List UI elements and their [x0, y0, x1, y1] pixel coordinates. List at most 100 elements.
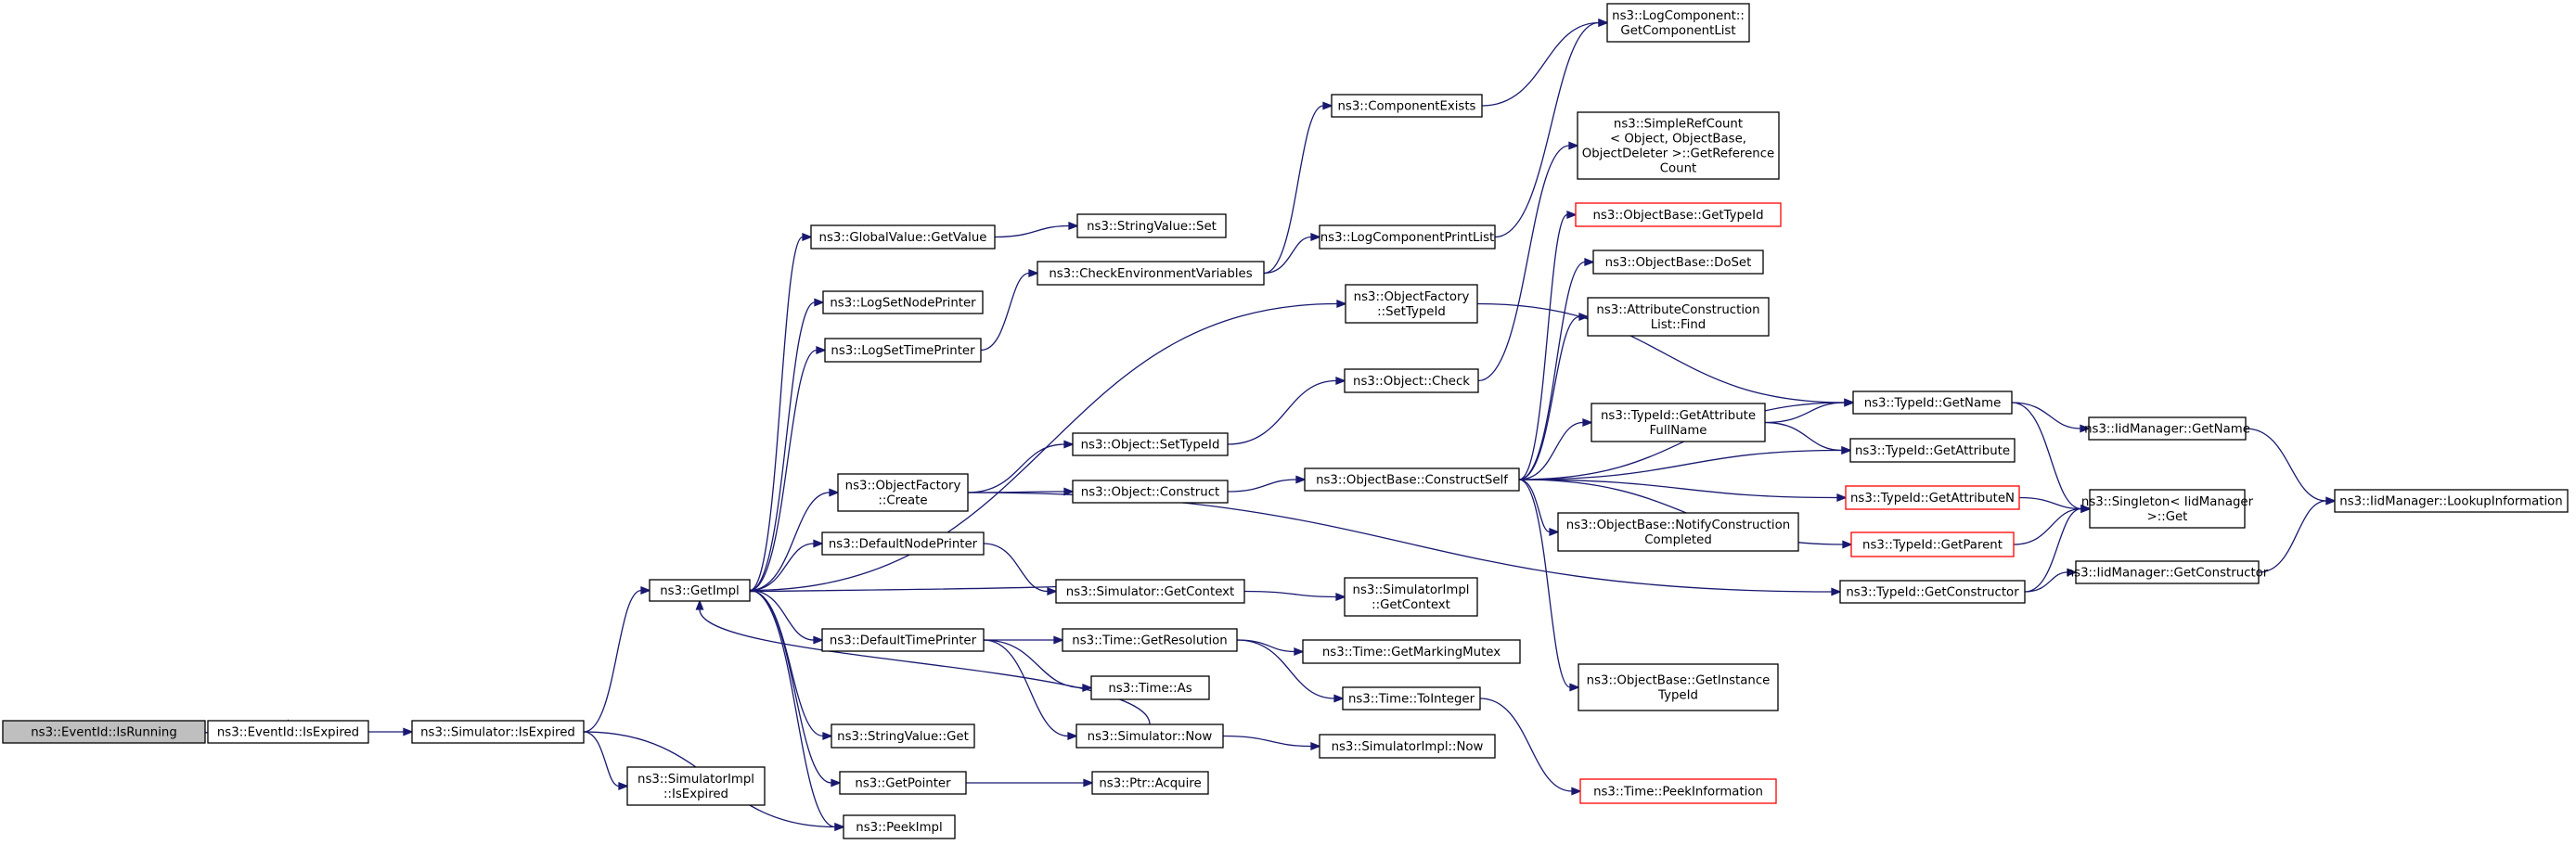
call-edge	[583, 586, 651, 733]
node-label: ns3::Simulator::Now	[1088, 730, 1213, 744]
node-tid-getparent[interactable]: ns3::TypeId::GetParent	[1850, 531, 2015, 557]
call-edge	[1222, 735, 1321, 750]
call-edge	[1518, 258, 1595, 480]
call-edge	[1764, 398, 1855, 424]
node-tid-getattributen[interactable]: ns3::TypeId::GetAttributeN	[1845, 485, 2020, 510]
call-edge	[695, 599, 1151, 725]
node-tid-getconstructor[interactable]: ns3::TypeId::GetConstructor	[1839, 580, 2026, 604]
node-label: ns3::Object::Construct	[1081, 486, 1219, 500]
node-label: ns3::Time::ToInteger	[1348, 693, 1475, 707]
node-time-peekinformation[interactable]: ns3::Time::PeekInformation	[1579, 778, 1777, 804]
node-defaulttimeprinter[interactable]: ns3::DefaultTimePrinter	[821, 628, 985, 652]
node-getimpl[interactable]: ns3::GetImpl	[649, 579, 751, 602]
node-label: ::SetTypeId	[1377, 305, 1446, 319]
node-label: ns3::SimulatorImpl	[1353, 583, 1470, 597]
node-simimpl-now[interactable]: ns3::SimulatorImpl::Now	[1319, 734, 1496, 759]
node-label: GetComponentList	[1620, 24, 1735, 38]
node-time-as[interactable]: ns3::Time::As	[1090, 675, 1210, 700]
node-singleton-get[interactable]: ns3::Singleton< IidManager>::Get	[2081, 489, 2254, 529]
node-iid-getname[interactable]: ns3::IidManager::GetName	[2084, 416, 2250, 441]
node-label: ns3::SimulatorImpl::Now	[1332, 740, 1484, 754]
node-label: List::Find	[1651, 318, 1706, 332]
node-sim-getcontext[interactable]: ns3::Simulator::GetContext	[1055, 579, 1245, 604]
call-edge	[749, 589, 845, 831]
call-edge	[749, 233, 813, 592]
node-time-tointeger[interactable]: ns3::Time::ToInteger	[1342, 686, 1481, 711]
node-simimpl-getcontext[interactable]: ns3::SimulatorImpl::GetContext	[1344, 577, 1478, 617]
call-edge	[983, 543, 1058, 595]
node-label: ns3::DefaultTimePrinter	[830, 634, 977, 648]
node-logcompprintlist[interactable]: ns3::LogComponentPrintList	[1319, 224, 1496, 250]
node-label: ns3::EventId::IsExpired	[217, 726, 359, 740]
node-label: ns3::IidManager::LookupInformation	[2339, 495, 2562, 509]
call-edge	[1518, 479, 1560, 536]
node-label: ns3::Time::PeekInformation	[1593, 786, 1763, 800]
node-sv-get[interactable]: ns3::StringValue::Get	[831, 723, 975, 749]
node-logsetnodeprinter[interactable]: ns3::LogSetNodePrinter	[822, 290, 984, 314]
call-edge	[2011, 402, 2092, 513]
node-defaultnodeprinter[interactable]: ns3::DefaultNodePrinter	[821, 531, 985, 556]
node-sim-isexpired[interactable]: ns3::Simulator::IsExpired	[411, 720, 585, 744]
node-ob-gettypeid[interactable]: ns3::ObjectBase::GetTypeId	[1575, 202, 1782, 227]
node-time-getmarkingmutex[interactable]: ns3::Time::GetMarkingMutex	[1302, 639, 1521, 664]
node-label: Completed	[1644, 533, 1712, 547]
node-simimpl-isexpired[interactable]: ns3::SimulatorImpl::IsExpired	[626, 766, 766, 806]
node-label: ns3::TypeId::GetAttribute	[1855, 444, 2010, 458]
node-time-getresolution[interactable]: ns3::Time::GetResolution	[1062, 628, 1238, 652]
node-iid-getconstructor[interactable]: ns3::IidManager::GetConstructor	[2067, 560, 2269, 584]
node-obj-check[interactable]: ns3::Object::Check	[1344, 368, 1479, 393]
node-label: ns3::CheckEnvironmentVariables	[1049, 267, 1252, 281]
node-tid-getattribute[interactable]: ns3::TypeId::GetAttribute	[1849, 438, 2016, 463]
call-edge	[965, 778, 1094, 787]
node-componentexists[interactable]: ns3::ComponentExists	[1331, 94, 1483, 118]
node-tid-getname[interactable]: ns3::TypeId::GetName	[1852, 390, 2013, 415]
call-edge	[1518, 313, 1590, 480]
node-label: ns3::TypeId::GetConstructor	[1846, 586, 2019, 600]
node-obj-construct[interactable]: ns3::Object::Construct	[1072, 480, 1229, 504]
call-graph-nodes: ns3::EventId::IsRunning ns3::EventId::IsE…	[2, 3, 2569, 839]
node-ob-constructself[interactable]: ns3::ObjectBase::ConstructSelf	[1304, 467, 1520, 492]
node-logsettimeprinter[interactable]: ns3::LogSetTimePrinter	[824, 338, 982, 363]
node-label: ObjectDeleter >::GetReference	[1582, 147, 1774, 161]
node-label: ns3::Object::SetTypeId	[1081, 439, 1220, 453]
node-simplerefcount[interactable]: ns3::SimpleRefCount< Object, ObjectBase,…	[1577, 111, 1780, 180]
node-label: ns3::LogComponentPrintList	[1320, 231, 1495, 245]
call-edge	[1764, 421, 1852, 455]
call-edge	[749, 488, 840, 592]
call-edge	[1518, 418, 1593, 480]
node-label: ns3::ObjectBase::GetInstance	[1587, 674, 1771, 688]
node-label: ns3::GlobalValue::GetValue	[819, 231, 987, 245]
node-peekimpl[interactable]: ns3::PeekImpl	[843, 814, 956, 839]
call-edge	[994, 222, 1079, 238]
node-ob-doset[interactable]: ns3::ObjectBase::DoSet	[1592, 250, 1764, 275]
call-edge	[2245, 428, 2337, 506]
node-label: ns3::TypeId::GetName	[1864, 397, 2002, 411]
node-label: ns3::ObjectBase::DoSet	[1605, 256, 1752, 270]
node-ob-notifyconstruction[interactable]: ns3::ObjectBase::NotifyConstructionCompl…	[1557, 512, 1799, 552]
node-gv-getvalue[interactable]: ns3::GlobalValue::GetValue	[810, 224, 996, 250]
node-label: ns3::ObjectBase::NotifyConstruction	[1566, 519, 1790, 532]
node-label: ::IsExpired	[663, 787, 728, 801]
node-label: ns3::Singleton< IidManager	[2081, 495, 2254, 509]
node-of-create[interactable]: ns3::ObjectFactory::Create	[837, 473, 969, 512]
node-label: ns3::IidManager::GetConstructor	[2067, 567, 2269, 581]
node-eid-isexpired[interactable]: ns3::EventId::IsExpired	[207, 720, 369, 744]
node-logcomp-getlist[interactable]: ns3::LogComponent::GetComponentList	[1606, 3, 1750, 43]
node-getpointer[interactable]: ns3::GetPointer	[839, 771, 967, 795]
call-edge	[1518, 479, 1580, 692]
node-iid-lookupinfo[interactable]: ns3::IidManager::LookupInformation	[2334, 489, 2569, 513]
node-checkenv[interactable]: ns3::CheckEnvironmentVariables	[1037, 261, 1265, 286]
node-sv-set[interactable]: ns3::StringValue::Set	[1076, 213, 1227, 238]
node-of-settypeid[interactable]: ns3::ObjectFactory::SetTypeId	[1345, 284, 1478, 324]
node-label: < Object, ObjectBase,	[1610, 133, 1746, 147]
call-edge	[749, 589, 824, 645]
node-label: ns3::TypeId::GetAttributeN	[1850, 492, 2015, 506]
call-edge	[1518, 211, 1578, 480]
node-isrunning[interactable]: ns3::EventId::IsRunning	[2, 720, 206, 744]
node-obj-settypeid[interactable]: ns3::Object::SetTypeId	[1072, 432, 1229, 456]
node-sim-now[interactable]: ns3::Simulator::Now	[1075, 723, 1224, 749]
node-ptr-acquire[interactable]: ns3::Ptr::Acquire	[1091, 771, 1209, 795]
